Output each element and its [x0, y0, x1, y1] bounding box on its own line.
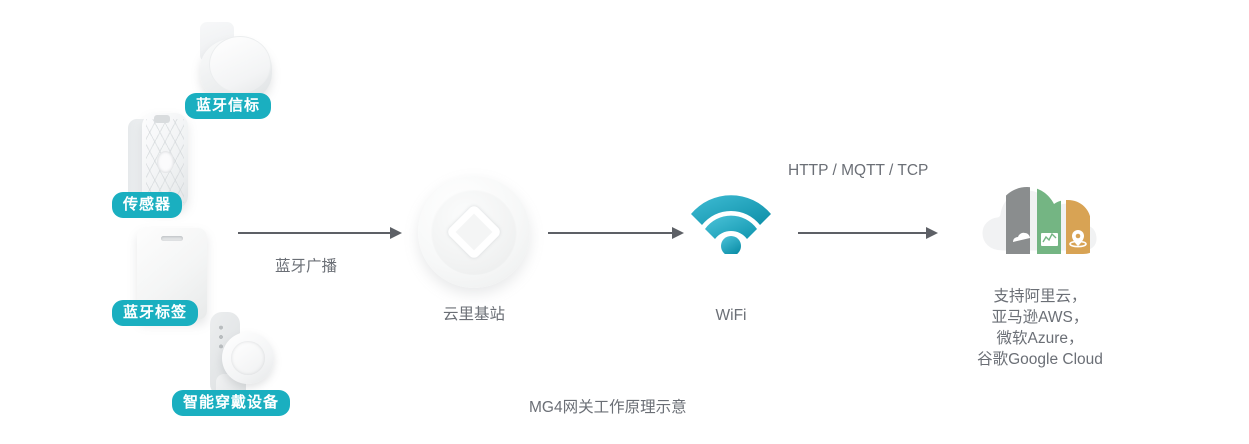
sensor-lens-shape: [157, 151, 174, 173]
badge-smart-wearable[interactable]: 智能穿戴设备: [172, 390, 291, 416]
arrow-shaft: [238, 232, 391, 234]
arrow-gateway-to-wifi: [548, 227, 684, 239]
wifi-svg: [691, 195, 771, 256]
arrow-bluetooth-broadcast: [238, 227, 402, 239]
cloud-svg: [975, 183, 1104, 258]
smart-wearable-icon: [200, 312, 274, 398]
cloud-providers-text: 支持阿里云， 亚马逊AWS， 微软Azure， 谷歌Google Cloud: [940, 286, 1140, 370]
arrow-head: [390, 227, 402, 239]
cloud-glyph: [1013, 232, 1030, 242]
label-gateway: 云里基站: [442, 306, 505, 323]
label-protocols: HTTP / MQTT / TCP: [788, 162, 929, 179]
cloud-storage-bar: [1006, 187, 1030, 254]
arrow-head: [672, 227, 684, 239]
arrow-shaft: [548, 232, 673, 234]
badge-bluetooth-beacon[interactable]: 蓝牙信标: [185, 93, 272, 119]
beacon-face-shape: [209, 36, 271, 93]
cloud-icon: [975, 180, 1104, 264]
cloud-provider-line: 支持阿里云，: [993, 288, 1087, 305]
label-wifi: WiFi: [715, 307, 747, 324]
arrow-wifi-to-cloud: [798, 227, 938, 239]
wifi-icon: [688, 192, 774, 256]
tag-slot-shape: [161, 236, 183, 241]
map-pin-glyph: [1069, 230, 1087, 248]
arrow-head: [926, 227, 938, 239]
badge-sensor[interactable]: 传感器: [112, 192, 183, 218]
wearable-puck-shape: [222, 332, 274, 384]
badge-bluetooth-tag[interactable]: 蓝牙标签: [112, 300, 199, 326]
diagram-caption: MG4网关工作原理示意: [529, 399, 687, 416]
cloud-provider-line: 谷歌Google Cloud: [977, 351, 1103, 368]
wearable-holes-shape: [217, 324, 225, 350]
sensor-clip-shape: [154, 115, 170, 123]
cloud-provider-line: 微软Azure，: [996, 330, 1084, 347]
bluetooth-beacon-icon: [192, 22, 278, 118]
location-bar: [1066, 187, 1090, 254]
label-bluetooth-broadcast: 蓝牙广播: [275, 258, 338, 275]
cloud-provider-line: 亚马逊AWS，: [991, 309, 1089, 326]
arrow-shaft: [798, 232, 927, 234]
gateway-disc-icon: [418, 176, 530, 288]
chart-glyph: [1041, 232, 1058, 246]
